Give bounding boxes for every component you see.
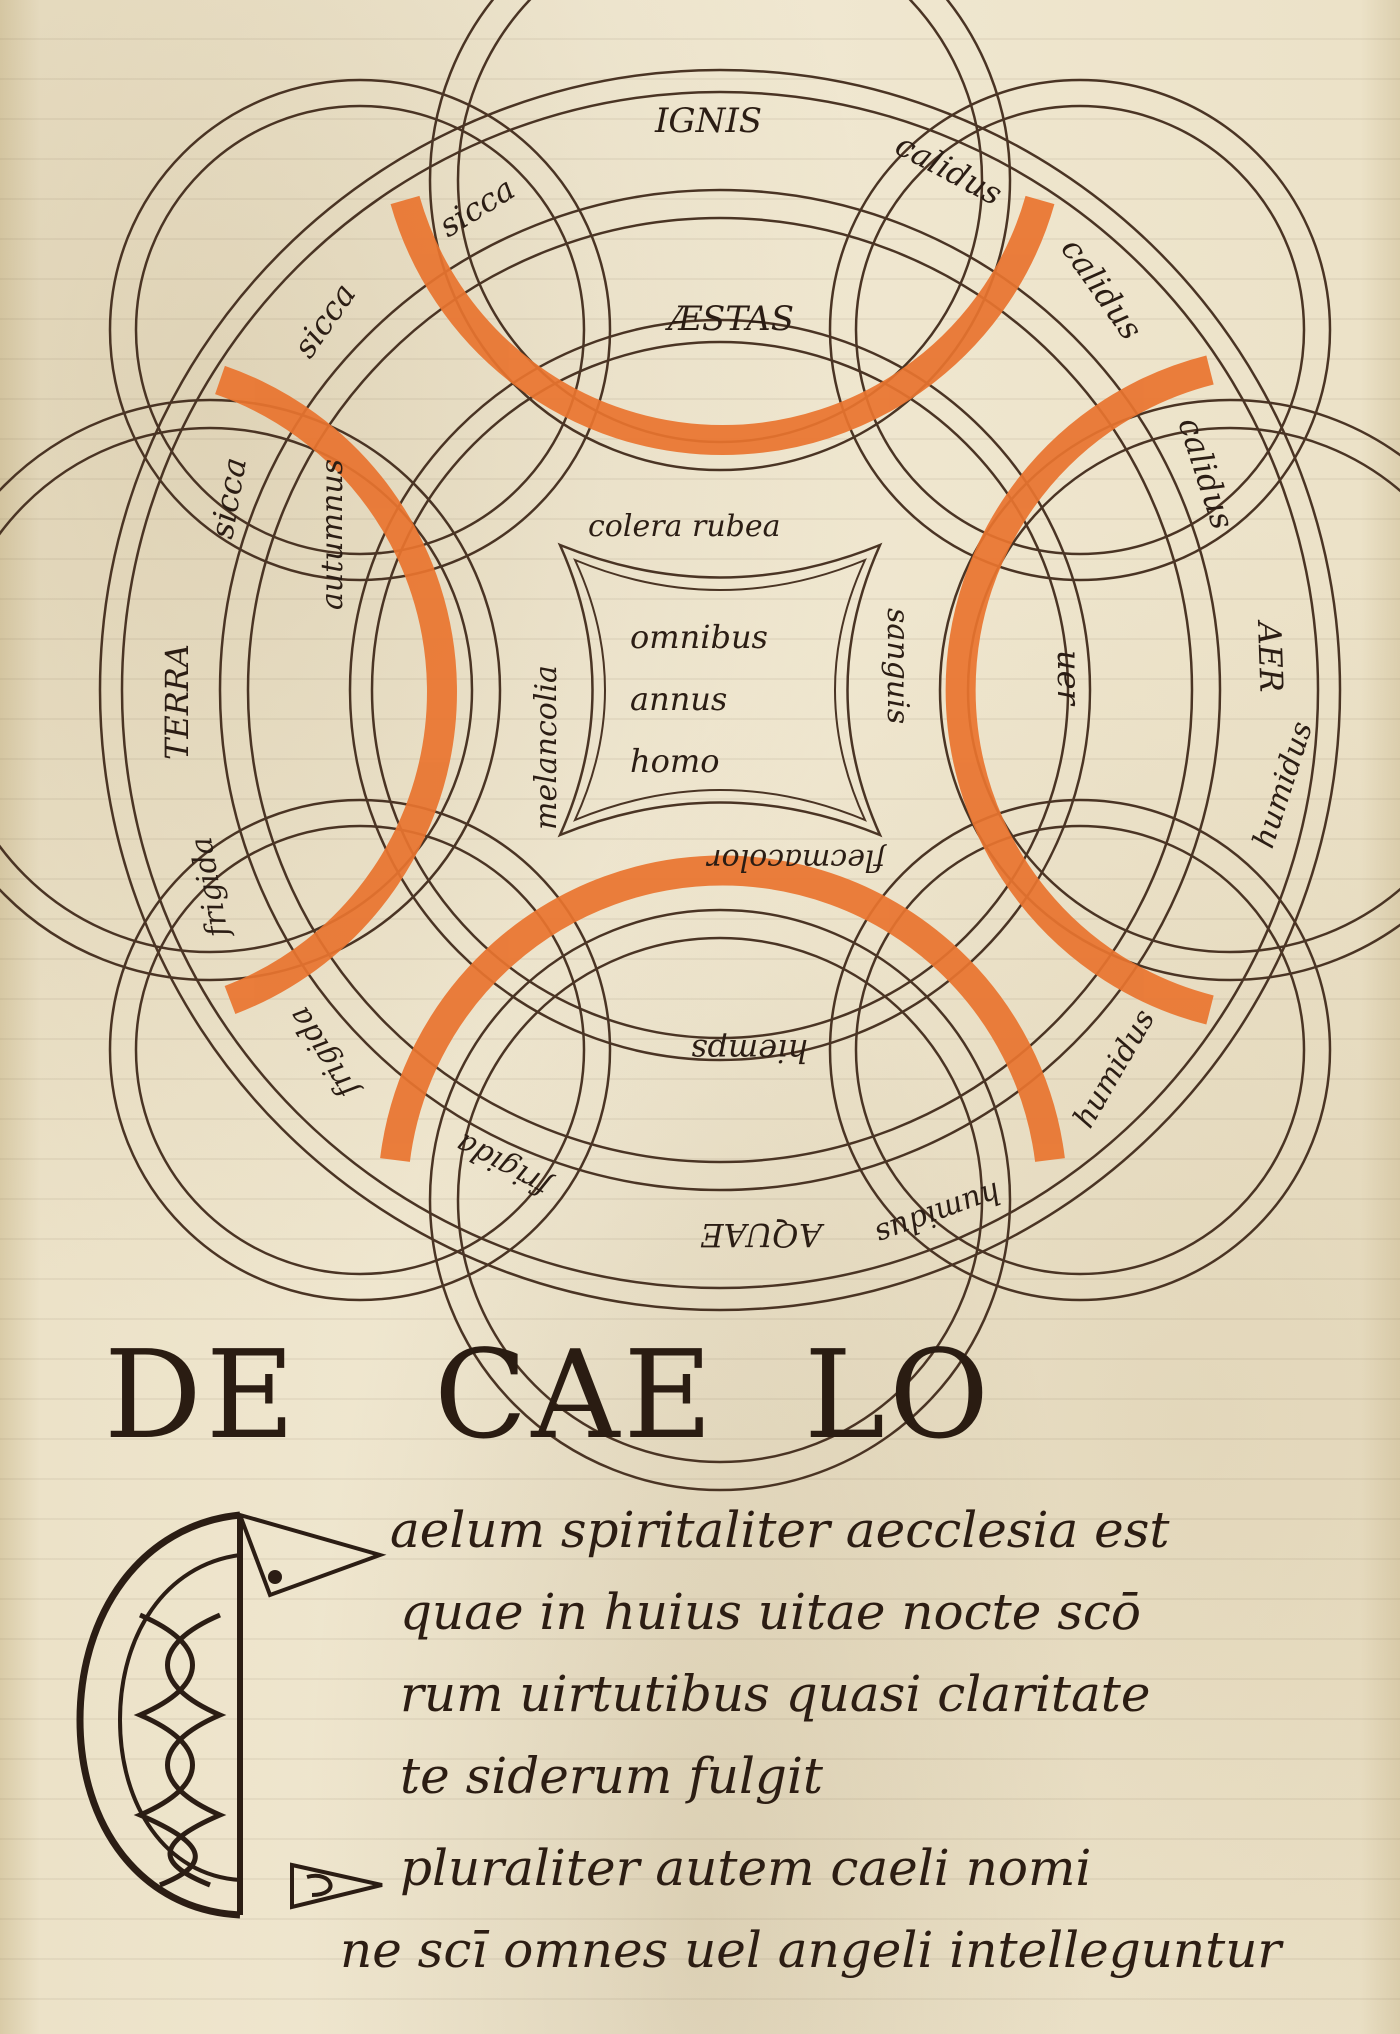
red-band-bottom — [380, 855, 1065, 1162]
arc-right — [938, 398, 1400, 982]
heading-part-3: LO — [804, 1324, 994, 1466]
label-flecmacolor: flecmacolor — [706, 842, 887, 877]
label-aer: AER — [1250, 618, 1291, 693]
label-autumnus: autumnus — [315, 459, 350, 610]
label-melancolia: melancolia — [529, 665, 564, 830]
decorated-initial-p — [290, 1862, 383, 1910]
body-line: pluraliter autem caeli nomi — [400, 1839, 1092, 1897]
section-heading: DE CAE LO — [104, 1330, 1304, 1460]
body-line: aelum spiritaliter aecclesia est — [390, 1501, 1170, 1559]
body-line: rum uirtutibus quasi claritate — [400, 1665, 1151, 1723]
outer-ring — [98, 68, 1342, 1312]
label-ignis: IGNIS — [654, 101, 762, 141]
label-frigida-2: frigida — [282, 1000, 366, 1106]
center-concave-square — [557, 542, 883, 838]
label-hiemps: hiemps — [691, 1032, 808, 1070]
body-line: ne scī omnes uel angeli intelleguntur — [340, 1921, 1282, 1979]
inner-ring-inner — [370, 340, 1070, 1040]
label-humidus-1: humidus — [1246, 717, 1320, 852]
heading-part-1: DE — [104, 1324, 299, 1466]
label-colera-rubea: colera rubea — [588, 509, 780, 544]
label-frigida-1: frigida — [450, 1126, 557, 1205]
middle-ring — [218, 188, 1222, 1192]
middle-ring-inner — [246, 216, 1194, 1164]
arc-top-left — [108, 78, 612, 582]
label-humidus-2: humidus — [1067, 1003, 1163, 1134]
arc-left — [0, 398, 502, 982]
arc-bottom-right — [828, 798, 1332, 1302]
center-line-2: annus — [630, 680, 727, 718]
label-sanguis: sanguis — [880, 608, 915, 724]
outer-ring-inner — [120, 90, 1320, 1290]
label-terra: TERRA — [158, 644, 196, 760]
label-aestas: ÆSTAS — [665, 299, 794, 339]
label-uer: uer — [1050, 650, 1088, 707]
arc-bottom — [428, 908, 1012, 1492]
inner-ring — [348, 318, 1092, 1062]
red-band-left — [215, 365, 457, 1015]
center-line-1: omnibus — [630, 618, 768, 656]
body-line: te siderum fulgit — [400, 1747, 824, 1805]
label-frigida-3: frigida — [184, 834, 236, 941]
label-calidus-3: calidus — [1170, 413, 1242, 534]
arc-top — [428, 0, 1012, 472]
arc-bottom-left — [108, 798, 612, 1302]
body-line: quae in huius uitae nocte scō — [400, 1583, 1141, 1641]
arc-top-right — [828, 78, 1332, 582]
center-line-3: homo — [630, 742, 719, 780]
decorated-initial-c — [76, 1511, 387, 1919]
red-band-right — [945, 355, 1214, 1025]
heading-part-2: CAE — [434, 1324, 717, 1466]
red-band-top — [390, 195, 1055, 455]
label-humidus-3: humidus — [871, 1174, 1006, 1252]
label-sicca-1: sicca — [432, 169, 521, 244]
label-aquae: AQUAE — [700, 1216, 825, 1254]
